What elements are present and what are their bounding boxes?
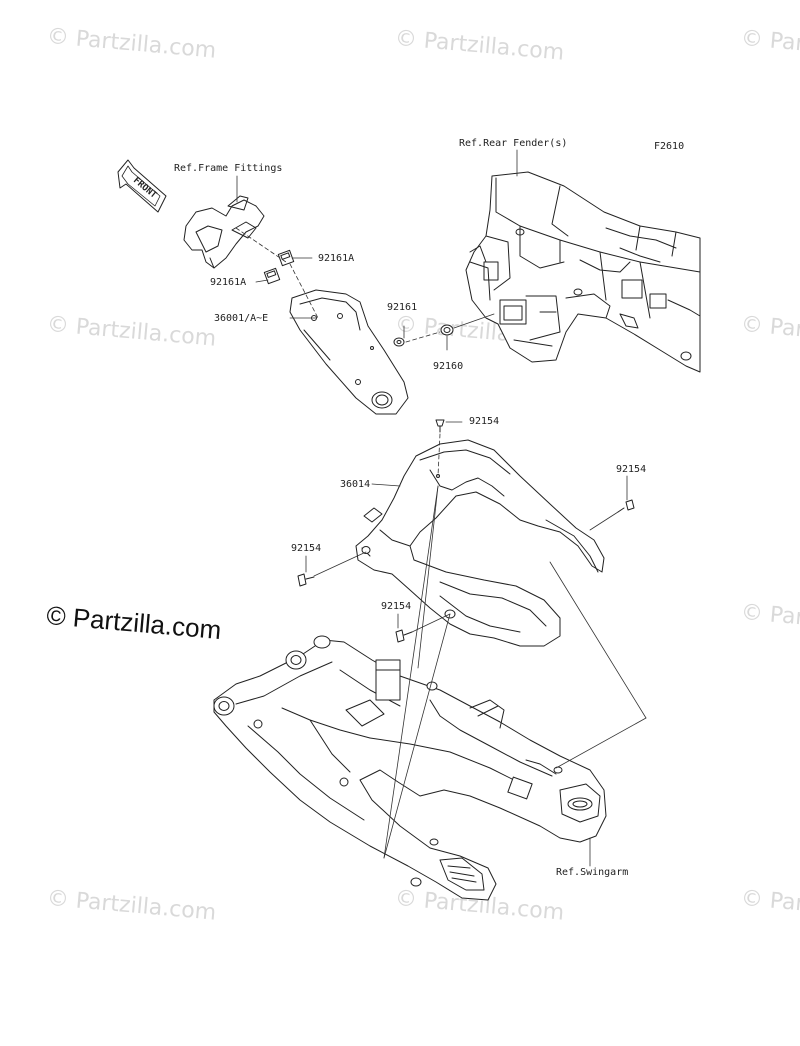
center-cover-36014: [355, 439, 605, 647]
part-92160-label: 92160: [433, 361, 464, 372]
part-92161A-upper-label: 92161A: [318, 253, 355, 264]
damper-92161A-upper: [277, 249, 295, 267]
frame-fitting-bracket: [183, 195, 265, 269]
damper-92161A-lower: [263, 267, 281, 285]
assembly-lines: [235, 227, 647, 859]
part-92154-center-label: 92154: [381, 601, 412, 612]
side-cover-36001: [289, 289, 409, 415]
part-92154-right-label: 92154: [616, 464, 647, 475]
ref-frame-fittings-label: Ref.Frame Fittings: [174, 163, 283, 174]
leader-lines: [236, 149, 628, 867]
collar-92160: [440, 324, 454, 336]
bolt-92154-left: [297, 573, 315, 587]
swingarm: [213, 635, 607, 901]
part-36001-label: 36001/A~E: [214, 313, 269, 324]
part-92161-label: 92161: [387, 302, 418, 313]
figure-code-label: F2610: [654, 141, 685, 152]
part-36014-label: 36014: [340, 479, 371, 490]
washer-92161: [393, 337, 405, 347]
bolt-92154-top: [435, 419, 445, 433]
part-92154-left-label: 92154: [291, 543, 322, 554]
bolt-92154-center: [395, 629, 413, 643]
ref-swingarm-label: Ref.Swingarm: [556, 867, 629, 878]
part-92154-top-label: 92154: [469, 416, 500, 427]
rear-fender-assembly: [465, 171, 701, 373]
ref-rear-fender-label: Ref.Rear Fender(s): [459, 138, 568, 149]
front-arrow-icon: FRONT: [117, 159, 167, 213]
bolt-92154-right: [617, 499, 635, 513]
part-92161A-lower-label: 92161A: [210, 277, 247, 288]
